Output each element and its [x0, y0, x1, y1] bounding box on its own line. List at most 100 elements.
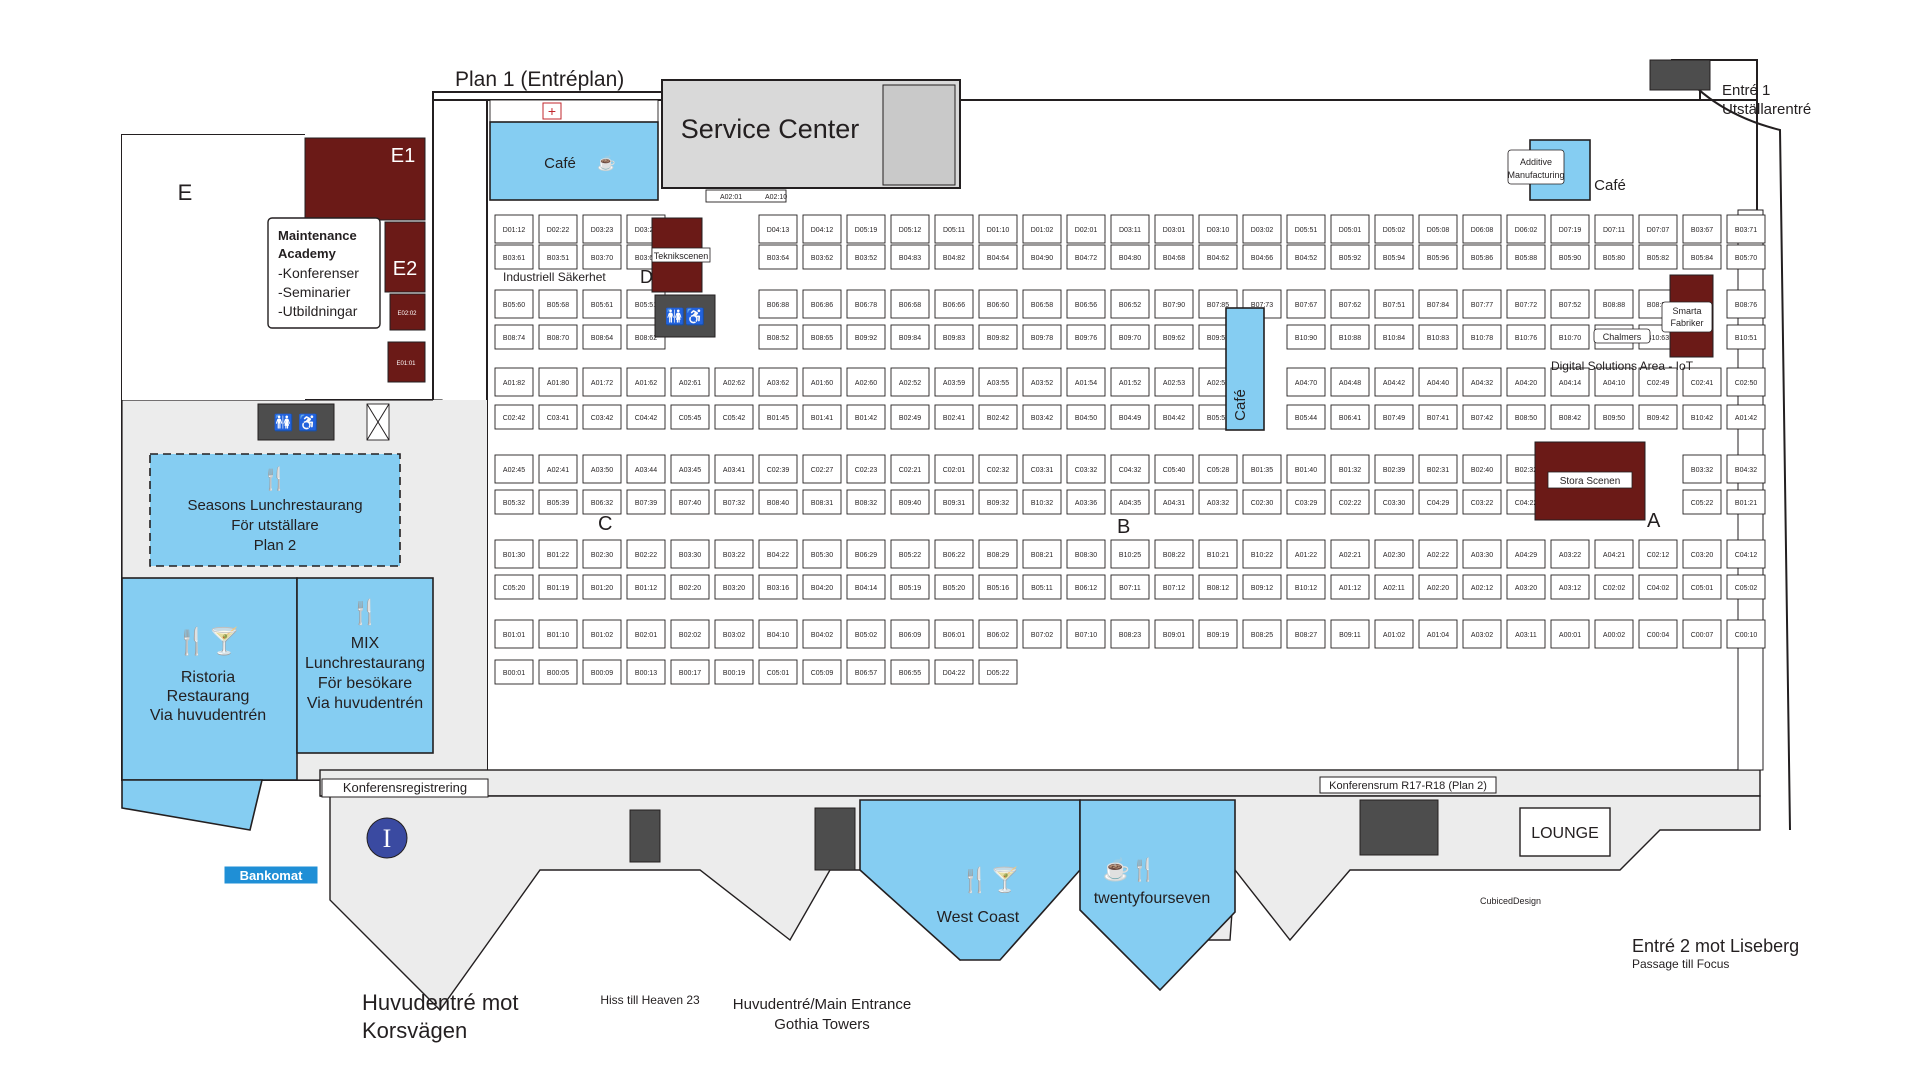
booth[interactable] — [890, 574, 930, 600]
booth[interactable] — [1154, 367, 1194, 397]
booth[interactable] — [1198, 454, 1238, 484]
booth[interactable] — [1506, 367, 1546, 397]
booth[interactable] — [1418, 289, 1458, 319]
seasons-restaurant[interactable] — [149, 453, 401, 567]
booth[interactable] — [1550, 244, 1590, 270]
booth[interactable] — [582, 454, 622, 484]
booth[interactable] — [1066, 539, 1106, 569]
booth[interactable] — [538, 324, 578, 350]
booth[interactable] — [538, 489, 578, 515]
booth[interactable] — [494, 489, 534, 515]
booth[interactable] — [1550, 619, 1590, 649]
booth[interactable] — [1330, 214, 1370, 244]
booth[interactable] — [846, 539, 886, 569]
booth[interactable] — [1726, 214, 1766, 244]
booth[interactable] — [1154, 539, 1194, 569]
booth[interactable] — [1154, 324, 1194, 350]
booth[interactable] — [1726, 244, 1766, 270]
booth[interactable] — [1022, 619, 1062, 649]
booth[interactable] — [802, 214, 842, 244]
booth[interactable] — [582, 539, 622, 569]
booth[interactable] — [1286, 574, 1326, 600]
booth[interactable] — [934, 489, 974, 515]
booth[interactable] — [1550, 324, 1590, 350]
booth[interactable] — [1286, 289, 1326, 319]
booth[interactable] — [758, 404, 798, 430]
booth[interactable] — [758, 574, 798, 600]
booth[interactable] — [890, 539, 930, 569]
booth[interactable] — [934, 659, 974, 685]
booth[interactable] — [978, 244, 1018, 270]
booth[interactable] — [1330, 404, 1370, 430]
booth[interactable] — [1462, 539, 1502, 569]
booth[interactable] — [1418, 574, 1458, 600]
booth[interactable] — [582, 367, 622, 397]
booth[interactable] — [494, 289, 534, 319]
booth[interactable] — [1022, 367, 1062, 397]
booth[interactable] — [846, 489, 886, 515]
booth[interactable] — [1286, 214, 1326, 244]
booth[interactable] — [1726, 489, 1766, 515]
booth[interactable] — [670, 574, 710, 600]
booth[interactable] — [1726, 324, 1766, 350]
booth[interactable] — [494, 659, 534, 685]
chalmers-tag[interactable] — [1593, 328, 1651, 344]
booth[interactable] — [1418, 454, 1458, 484]
booth[interactable] — [1242, 244, 1282, 270]
booth[interactable] — [934, 619, 974, 649]
booth[interactable] — [582, 214, 622, 244]
booth[interactable] — [758, 214, 798, 244]
booth[interactable] — [1638, 244, 1678, 270]
booth[interactable] — [1242, 574, 1282, 600]
booth[interactable] — [1682, 367, 1722, 397]
booth[interactable] — [1550, 574, 1590, 600]
booth-e0202[interactable] — [389, 293, 426, 331]
booth[interactable] — [1154, 289, 1194, 319]
booth[interactable] — [582, 619, 622, 649]
booth[interactable] — [1418, 244, 1458, 270]
booth[interactable] — [538, 289, 578, 319]
booth[interactable] — [846, 214, 886, 244]
booth[interactable] — [1638, 574, 1678, 600]
cafe-top[interactable] — [489, 121, 659, 201]
cafe-mid[interactable] — [1225, 307, 1265, 431]
booth[interactable] — [1726, 454, 1766, 484]
booth[interactable] — [1374, 574, 1414, 600]
booth[interactable] — [1198, 214, 1238, 244]
booth[interactable] — [1198, 489, 1238, 515]
booth[interactable] — [1330, 244, 1370, 270]
booth[interactable] — [1726, 619, 1766, 649]
booth[interactable] — [1594, 404, 1634, 430]
booth[interactable] — [1682, 454, 1722, 484]
booth[interactable] — [1242, 489, 1282, 515]
booth[interactable] — [1242, 539, 1282, 569]
booth[interactable] — [802, 324, 842, 350]
booth[interactable] — [1110, 454, 1150, 484]
booth[interactable] — [1330, 489, 1370, 515]
booth[interactable] — [1594, 574, 1634, 600]
booth[interactable] — [934, 539, 974, 569]
booth[interactable] — [1506, 244, 1546, 270]
booth[interactable] — [1374, 244, 1414, 270]
booth[interactable] — [758, 454, 798, 484]
booth[interactable] — [802, 489, 842, 515]
booth[interactable] — [1154, 454, 1194, 484]
booth[interactable] — [1374, 214, 1414, 244]
booth[interactable] — [538, 454, 578, 484]
booth[interactable] — [1462, 454, 1502, 484]
booth[interactable] — [494, 367, 534, 397]
booth[interactable] — [846, 659, 886, 685]
booth[interactable] — [1550, 404, 1590, 430]
booth[interactable] — [1726, 539, 1766, 569]
booth[interactable] — [1286, 324, 1326, 350]
booth-e0101[interactable] — [387, 341, 426, 383]
booth[interactable] — [934, 324, 974, 350]
booth[interactable] — [1726, 289, 1766, 319]
booth[interactable] — [1374, 324, 1414, 350]
booth[interactable] — [802, 244, 842, 270]
booth[interactable] — [846, 324, 886, 350]
booth[interactable] — [1594, 214, 1634, 244]
booth[interactable] — [758, 539, 798, 569]
booth[interactable] — [582, 404, 622, 430]
booth[interactable] — [758, 324, 798, 350]
